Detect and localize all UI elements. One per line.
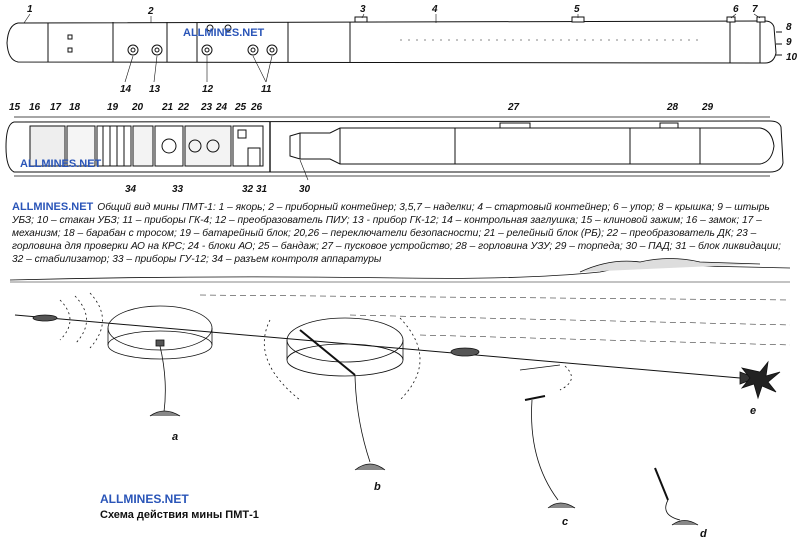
part-number: 8 bbox=[786, 22, 792, 33]
scheme-label-b: b bbox=[374, 481, 381, 493]
caption-text: Общий вид мины ПМТ-1: 1 – якорь; 2 – при… bbox=[12, 202, 782, 265]
part-number: 24 bbox=[215, 102, 228, 113]
part-number: 21 bbox=[161, 102, 174, 113]
part-number: 7 bbox=[752, 4, 758, 15]
part-number: 20 bbox=[131, 102, 144, 113]
scheme-label-a: a bbox=[172, 431, 178, 443]
part-number: 25 bbox=[234, 102, 247, 113]
cutaway-part-numbers: 15 16 17 18 19 20 21 22 23 24 25 26 27 2… bbox=[9, 102, 714, 195]
mine-cutaway-view bbox=[5, 116, 784, 177]
part-number: 1 bbox=[27, 4, 33, 15]
part-number: 34 bbox=[125, 184, 137, 195]
part-number: 11 bbox=[261, 84, 272, 95]
scheme-of-action bbox=[9, 258, 791, 526]
part-number: 2 bbox=[147, 6, 154, 17]
part-number: 6 bbox=[733, 4, 739, 15]
part-number: 16 bbox=[29, 102, 41, 113]
top-part-numbers: 1 2 3 4 5 6 7 8 9 10 14 13 12 11 bbox=[27, 4, 798, 95]
part-number: 27 bbox=[507, 102, 520, 113]
part-number: 32 bbox=[242, 184, 254, 195]
part-number: 28 bbox=[666, 102, 679, 113]
caption-brand: ALLMINES.NET bbox=[12, 201, 94, 213]
scheme-label-c: c bbox=[562, 516, 568, 528]
watermark-top: ALLMINES.NET bbox=[183, 27, 265, 39]
mine-exterior-view bbox=[6, 16, 782, 64]
part-number: 12 bbox=[202, 84, 214, 95]
part-number: 29 bbox=[701, 102, 714, 113]
part-number: 15 bbox=[9, 102, 21, 113]
part-number: 23 bbox=[200, 102, 213, 113]
part-number: 10 bbox=[786, 52, 798, 63]
scheme-title: Схема действия мины ПМТ-1 bbox=[100, 509, 259, 521]
part-number: 26 bbox=[250, 102, 263, 113]
scheme-watermark: ALLMINES.NET bbox=[100, 492, 189, 506]
scheme-label-d: d bbox=[700, 528, 707, 540]
part-number: 17 bbox=[50, 102, 62, 113]
part-number: 14 bbox=[120, 84, 132, 95]
part-number: 19 bbox=[107, 102, 119, 113]
watermark-cutaway: ALLMINES.NET bbox=[20, 158, 102, 170]
part-number: 9 bbox=[786, 37, 792, 48]
part-number: 33 bbox=[172, 184, 184, 195]
leader-lines bbox=[23, 13, 761, 181]
part-number: 22 bbox=[177, 102, 190, 113]
part-number: 18 bbox=[69, 102, 81, 113]
part-number: 31 bbox=[256, 184, 268, 195]
scheme-label-e: e bbox=[750, 405, 756, 417]
part-number: 13 bbox=[149, 84, 161, 95]
part-number: 3 bbox=[360, 4, 366, 15]
part-number: 4 bbox=[431, 4, 438, 15]
part-number: 30 bbox=[299, 184, 311, 195]
part-number: 5 bbox=[574, 4, 580, 15]
